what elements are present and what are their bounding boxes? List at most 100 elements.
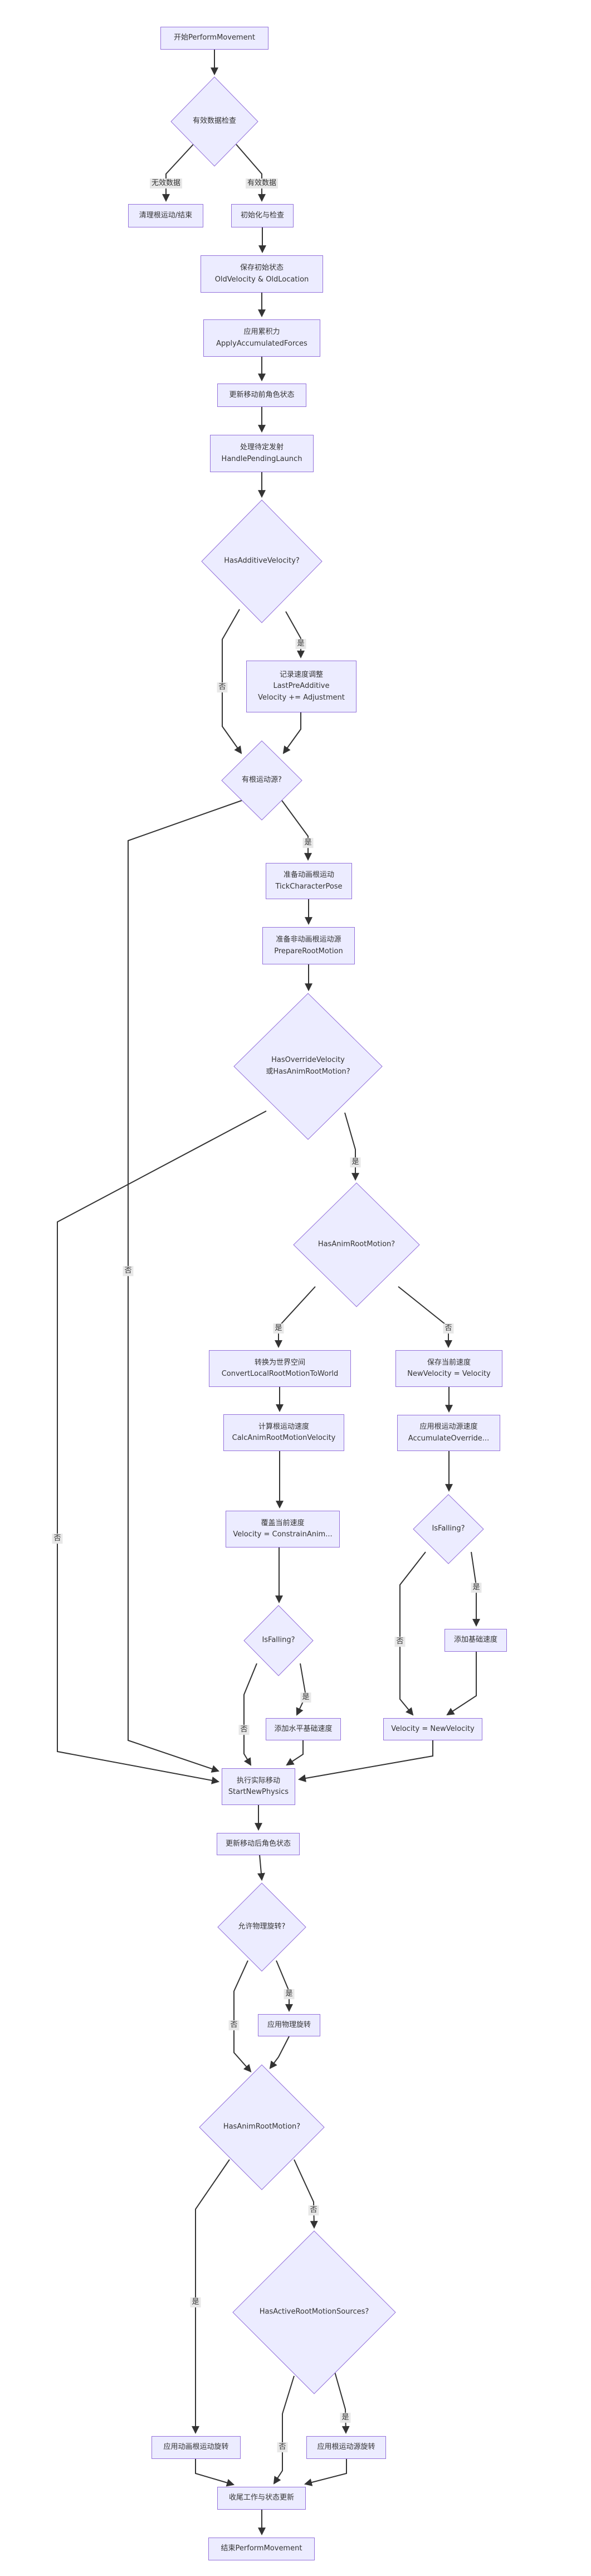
flow-edge-38 [273, 2375, 295, 2485]
flow-edge-40 [195, 2459, 235, 2487]
node-text-line: 结束PerformMovement [221, 2544, 302, 2553]
node-text-line: 收尾工作与状态更新 [228, 2493, 294, 2502]
flow-edge-29 [446, 1652, 477, 1716]
flow-edge-22 [243, 1663, 257, 1766]
node-text-line: 开始PerformMovement [174, 33, 255, 42]
node-start-new-physics: 执行实际移动 StartNewPhysics [222, 1768, 295, 1805]
edge-label-27: 否 [394, 1637, 406, 1647]
node-shape-has-anim-root-motion-1 [293, 1182, 420, 1307]
edge-label-39: 是 [340, 2413, 351, 2423]
node-shape-valid-data-check [170, 76, 258, 167]
edge-label-38: 否 [277, 2442, 288, 2452]
flow-edge-17 [275, 1286, 316, 1348]
flow-edge-2 [236, 144, 266, 202]
edge-label-22: 否 [238, 1725, 250, 1735]
node-text-line: 保存当前速度 [427, 1358, 471, 1367]
node-text-line: 应用物理旋转 [267, 2020, 311, 2029]
node-text-line: PrepareRootMotion [274, 947, 343, 955]
flow-edge-36 [192, 2159, 230, 2434]
node-text-line: 应用累积力 [243, 328, 280, 337]
node-text-line: Velocity = NewVelocity [391, 1724, 475, 1733]
node-text-line: 转换为世界空间 [254, 1358, 305, 1367]
node-shape-has-active-root-motion-sources [232, 2230, 396, 2394]
edge-label-17: 是 [273, 1323, 284, 1333]
flow-edge-37 [294, 2159, 318, 2229]
edge-label-34: 是 [284, 1989, 295, 1999]
node-text-line: 执行实际移动 [236, 1776, 280, 1785]
flow-edge-10 [282, 712, 301, 754]
node-apply-root-motion-source-rotation: 应用根运动源旋转 [306, 2436, 386, 2459]
node-text-line: 准备动画根运动 [283, 871, 334, 880]
flow-edge-39 [334, 2371, 350, 2434]
node-text-line: 初始化与检查 [240, 211, 284, 220]
node-init-and-check: 初始化与检查 [231, 204, 294, 227]
node-text-line: 添加水平基础速度 [274, 1724, 333, 1733]
node-text-line: 清理根运动/结束 [139, 211, 193, 220]
flow-edge-35 [269, 2036, 290, 2069]
node-text-line: 应用根运动源旋转 [317, 2443, 375, 2452]
node-cleanup-root-motion-end: 清理根运动/结束 [128, 204, 203, 227]
flow-edge-27 [399, 1551, 426, 1716]
node-text-line: 准备非动画根运动源 [276, 935, 341, 944]
node-convert-to-world-space: 转换为世界空间 ConvertLocalRootMotionToWorld [209, 1350, 351, 1387]
node-text-line: 保存初始状态 [240, 264, 284, 273]
node-text-line: StartNewPhysics [228, 1788, 289, 1796]
edge-label-16: 是 [350, 1157, 361, 1167]
flow-edge-23 [296, 1663, 307, 1716]
edge-label-33: 否 [228, 2020, 240, 2030]
edge-label-18: 否 [443, 1323, 454, 1333]
node-shape-is-falling-right [413, 1494, 484, 1564]
flow-edge-32 [257, 1854, 265, 1881]
node-text-line: 计算根运动速度 [258, 1422, 309, 1431]
node-shape-has-root-motion-source [221, 740, 302, 821]
node-text-line: 更新移动后角色状态 [225, 1839, 291, 1848]
node-shape-has-anim-root-motion-2 [199, 2064, 325, 2190]
flow-edge-8 [222, 609, 242, 754]
node-apply-physics-rotation: 应用物理旋转 [258, 2014, 320, 2036]
node-text-line: 记录速度调整 [279, 671, 323, 680]
edge-label-9: 是 [295, 639, 306, 649]
flow-edge-30 [297, 1740, 433, 1782]
flow-edge-33 [233, 1960, 252, 2073]
node-text-line: 添加基础速度 [453, 1636, 497, 1644]
flow-edge-11 [281, 800, 312, 861]
node-text-line: ConvertLocalRootMotionToWorld [221, 1370, 339, 1378]
node-text-line: LastPreAdditive [273, 682, 330, 691]
node-add-horizontal-base-velocity: 添加水平基础速度 [266, 1718, 341, 1740]
edge-label-8: 否 [217, 682, 228, 692]
node-text-line: 处理待定发射 [240, 443, 284, 452]
node-text-line: 更新移动前角色状态 [229, 390, 295, 399]
node-text-line: Velocity = ConstrainAnim... [233, 1530, 333, 1539]
node-text-line: NewVelocity = Velocity [407, 1370, 491, 1378]
edge-label-23: 是 [300, 1692, 311, 1702]
node-text-line: HandlePendingLaunch [221, 454, 302, 463]
node-start: 开始PerformMovement [160, 27, 268, 50]
flow-edge-9 [285, 611, 305, 659]
node-shape-is-falling-left [243, 1605, 314, 1676]
node-handle-pending-launch: 处理待定发射 HandlePendingLaunch [210, 435, 314, 472]
node-end: 结束PerformMovement [208, 2538, 315, 2560]
node-update-pre-move-state: 更新移动前角色状态 [217, 384, 306, 407]
node-prepare-root-motion: 准备非动画根运动源 PrepareRootMotion [262, 927, 355, 964]
node-shape-allow-physics-rotation [217, 1883, 306, 1972]
node-finalize-and-state-update: 收尾工作与状态更新 [217, 2487, 306, 2510]
flow-edge-15 [57, 1110, 267, 1784]
node-apply-anim-root-motion-rotation: 应用动画根运动旋转 [152, 2436, 241, 2459]
edge-label-11: 是 [302, 838, 314, 848]
edge-label-1: 无效数据 [149, 178, 183, 188]
node-text-line: CalcAnimRootMotionVelocity [232, 1434, 336, 1442]
flow-edge-34 [276, 1960, 293, 2012]
node-add-base-velocity: 添加基础速度 [445, 1629, 507, 1652]
flow-edge-16 [344, 1112, 359, 1181]
edge-label-2: 有效数据 [245, 178, 279, 188]
node-text-line: 应用根运动源速度 [419, 1423, 478, 1432]
node-calc-anim-root-motion-velocity: 计算根运动速度 CalcAnimRootMotionVelocity [223, 1414, 344, 1451]
flow-edge-1 [162, 144, 194, 202]
